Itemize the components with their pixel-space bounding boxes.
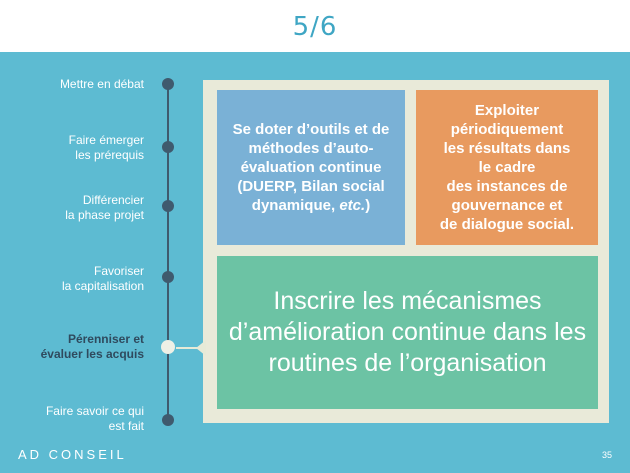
tools-methods-box: Se doter d’outils et de méthodes d’auto-… <box>217 90 405 245</box>
slide-number: 35 <box>601 450 612 460</box>
exploit-results-text: Exploiter périodiquement les résultats d… <box>439 102 575 233</box>
timeline-dot-6 <box>162 414 174 426</box>
tools-methods-text-main: Se doter d’outils et de méthodes d’auto-… <box>232 121 390 214</box>
tools-methods-text-italic: etc. <box>339 197 366 214</box>
company-logo: AD CONSEIL <box>18 447 127 462</box>
header-bar: 5/6 <box>0 0 630 52</box>
timeline-step-6[interactable]: Faire savoir ce qui est fait <box>45 404 144 433</box>
continuous-improvement-text: Inscrire les mécanismes d’amélioration c… <box>228 287 587 377</box>
timeline-dot-2 <box>162 141 174 153</box>
timeline-step-3[interactable]: Différencier la phase projet <box>65 193 144 222</box>
timeline-line <box>167 84 169 420</box>
timeline-dot-1 <box>162 78 174 90</box>
timeline-step-5[interactable]: Pérenniser et évaluer les acquis <box>40 332 144 361</box>
timeline-step-4[interactable]: Favoriser la capitalisation <box>61 264 144 293</box>
connector-arrow-icon <box>196 340 206 356</box>
continuous-improvement-box: Inscrire les mécanismes d’amélioration c… <box>217 256 598 409</box>
timeline-step-2[interactable]: Faire émerger les prérequis <box>68 133 144 162</box>
exploit-results-box: Exploiter périodiquement les résultats d… <box>416 90 598 245</box>
tools-methods-text-end: ) <box>365 197 371 214</box>
timeline-dot-3 <box>162 200 174 212</box>
connector-line <box>176 347 204 349</box>
timeline-step-1[interactable]: Mettre en débat <box>59 77 144 91</box>
page-indicator: 5/6 <box>292 12 338 42</box>
timeline-dot-4 <box>162 271 174 283</box>
timeline-dot-5-active <box>161 340 175 354</box>
tools-methods-text: Se doter d’outils et de méthodes d’auto-… <box>217 120 405 215</box>
